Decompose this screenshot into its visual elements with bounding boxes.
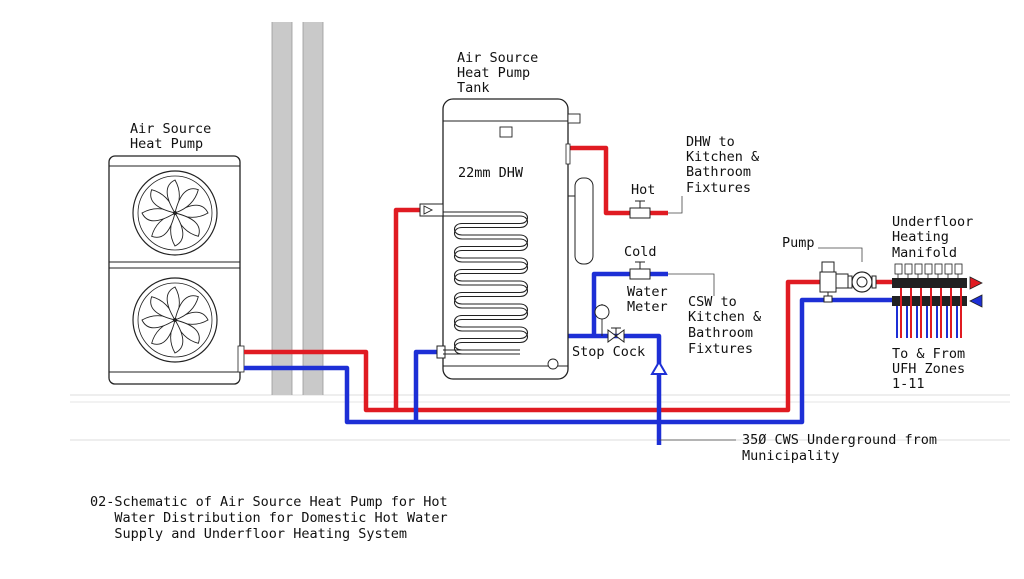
- heating-coil: [443, 211, 529, 351]
- heat-pump-flow-pipe: [244, 279, 822, 413]
- caption-line-1: 02-Schematic of Air Source Heat Pump for…: [90, 494, 448, 510]
- coil-label: 22mm DHW: [458, 165, 524, 181]
- tank-label-line-2: Heat Pump: [457, 65, 530, 81]
- water-meter-label-line-2: Meter: [627, 299, 668, 315]
- hot-label: Hot: [631, 182, 655, 198]
- circulation-pump-icon: [847, 271, 877, 293]
- coil-flow-pipe: [393, 207, 420, 410]
- manifold-label-line-3: Manifold: [892, 245, 957, 261]
- fan-lower-icon: [132, 277, 218, 363]
- manifold-label-line-2: Heating: [892, 229, 949, 245]
- flow-direction-arrow-icon: [650, 360, 668, 375]
- tank-label-line-1: Air Source: [457, 50, 538, 66]
- ufh-zones-label-line-1: To & From: [892, 346, 965, 362]
- dhw-label-line-3: Bathroom: [686, 164, 751, 180]
- csw-label-line-3: Bathroom: [688, 325, 753, 341]
- heat-pump-return-pipe: [244, 365, 659, 425]
- coil-return-pipe: [413, 349, 438, 422]
- hot-tap-icon: [629, 200, 651, 219]
- pump-arrow-icon: [423, 205, 434, 215]
- manifold-flow-arrow-icon: [969, 276, 983, 290]
- csw-label-line-1: CSW to: [688, 294, 737, 310]
- fan-upper-icon: [132, 170, 218, 256]
- manifold-return-arrow-icon: [969, 294, 983, 308]
- ufh-zones-label-line-2: UFH Zones: [892, 361, 965, 377]
- heating-coil-inner: [443, 215, 529, 355]
- pump-valve-icon: [819, 261, 849, 303]
- water-meter-icon: [594, 304, 610, 336]
- ground-lines: [70, 394, 1010, 441]
- heat-pump-label-line-1: Air Source: [130, 121, 211, 137]
- caption-line-2: Water Distribution for Domestic Hot Wate…: [90, 510, 448, 526]
- dhw-label-line-1: DHW to: [686, 134, 735, 150]
- manifold-label-line-1: Underfloor: [892, 214, 973, 230]
- csw-label-line-4: Fixtures: [688, 341, 753, 357]
- stop-cock-label: Stop Cock: [572, 344, 645, 360]
- leader-lines: [659, 196, 863, 441]
- cold-label: Cold: [624, 244, 657, 260]
- stop-cock-icon: [607, 327, 625, 343]
- ufh-return-pipe: [659, 297, 892, 425]
- dhw-label-line-4: Fixtures: [686, 180, 751, 196]
- cws-supply-label-line-2: Municipality: [742, 448, 840, 464]
- cws-supply-label-line-1: 35Ø CWS Underground from: [742, 432, 937, 448]
- mains-supply-pipe: [566, 333, 662, 445]
- csw-label-line-2: Kitchen &: [688, 309, 762, 325]
- heat-pump-label-line-2: Heat Pump: [130, 136, 203, 152]
- cold-tap-icon: [629, 261, 651, 280]
- caption-line-3: Supply and Underfloor Heating System: [90, 526, 407, 542]
- wall-section: [271, 22, 324, 395]
- tank-label-line-3: Tank: [457, 80, 490, 96]
- ufh-manifold: [892, 263, 967, 338]
- ufh-zones-label-line-3: 1-11: [892, 376, 925, 392]
- pump-label: Pump: [782, 235, 815, 251]
- water-meter-label-line-1: Water: [627, 284, 668, 300]
- dhw-label-line-2: Kitchen &: [686, 149, 760, 165]
